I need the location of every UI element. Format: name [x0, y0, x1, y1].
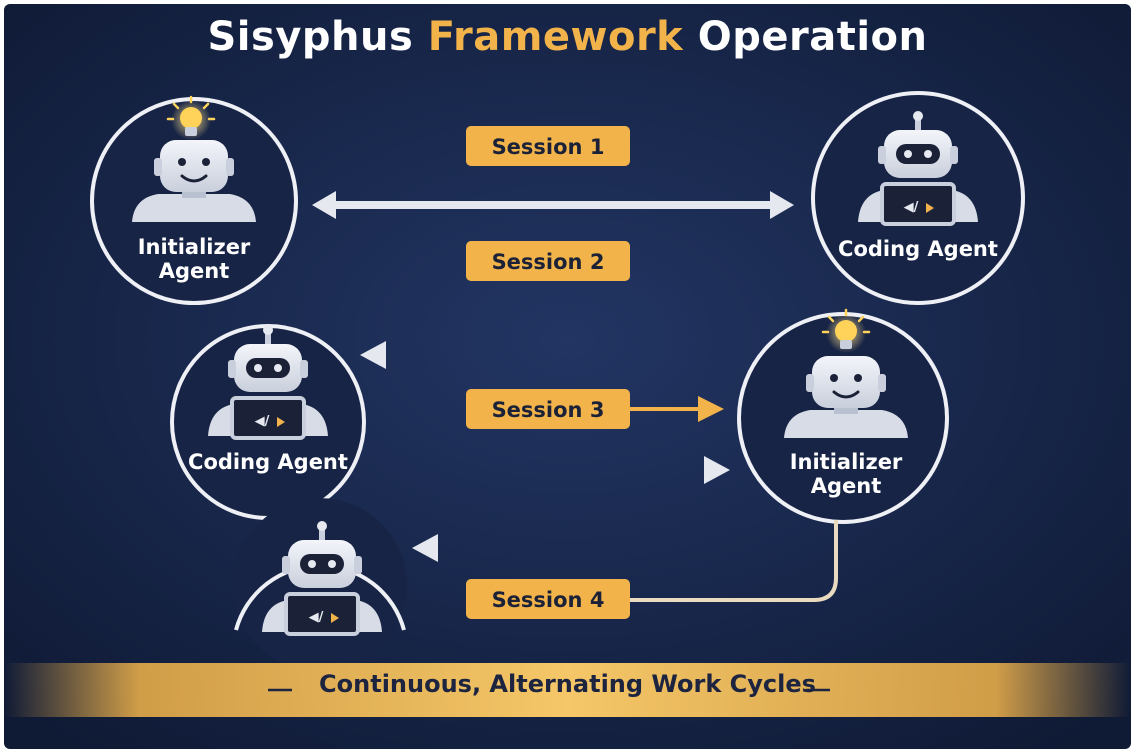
lightbulb-icon	[821, 308, 871, 353]
laptop-icon: ◀/	[255, 414, 285, 429]
svg-text:◀/: ◀/	[255, 414, 270, 429]
session-2-badge: Session 2	[466, 241, 630, 281]
coding-agent-middle: ◀/ Coding Agent	[170, 323, 366, 520]
arrow-icon	[372, 456, 730, 484]
coding-agent-bottom: ◀/	[233, 498, 407, 672]
session-4-connector	[628, 520, 838, 602]
agent-label: Coding Agent	[838, 237, 998, 261]
svg-text:◀/: ◀/	[309, 610, 324, 625]
svg-text:◀/: ◀/	[904, 200, 919, 215]
title-part-1: Sisyphus	[207, 14, 414, 60]
footer-caption: Continuous, Alternating Work Cycles	[319, 670, 816, 698]
agent-label-line1: Initializer	[790, 450, 903, 474]
session-3-badge: Session 3	[466, 389, 630, 429]
laptop-icon: ◀/	[309, 610, 339, 625]
initializer-agent-middle: Initializer Agent	[737, 308, 949, 524]
arrow-icon	[360, 341, 752, 369]
lightbulb-icon	[166, 95, 216, 140]
arrow-icon	[372, 396, 724, 422]
session-label: Session 4	[492, 588, 605, 612]
title-part-2: Framework	[427, 14, 684, 60]
title-part-3: Operation	[697, 14, 928, 60]
bidirectional-arrow-icon	[312, 191, 794, 219]
page-title: Sisyphus Framework Operation	[0, 14, 1135, 60]
session-1-badge: Session 1	[466, 126, 630, 166]
initializer-agent-top: Initializer Agent	[90, 95, 298, 305]
footer-banner	[4, 663, 1131, 717]
agent-label: Coding Agent	[188, 450, 348, 474]
agent-label-line2: Agent	[159, 259, 230, 283]
agent-label-line2: Agent	[811, 474, 882, 498]
session-4-badge: Session 4	[466, 579, 630, 619]
session-label: Session 2	[492, 250, 605, 274]
session-label: Session 1	[492, 135, 605, 159]
agent-label-line1: Initializer	[138, 235, 251, 259]
laptop-icon: ◀/	[904, 200, 934, 215]
session-label: Session 3	[492, 398, 605, 422]
arrow-icon	[412, 534, 808, 562]
coding-agent-top: ◀/ Coding Agent	[811, 91, 1025, 305]
